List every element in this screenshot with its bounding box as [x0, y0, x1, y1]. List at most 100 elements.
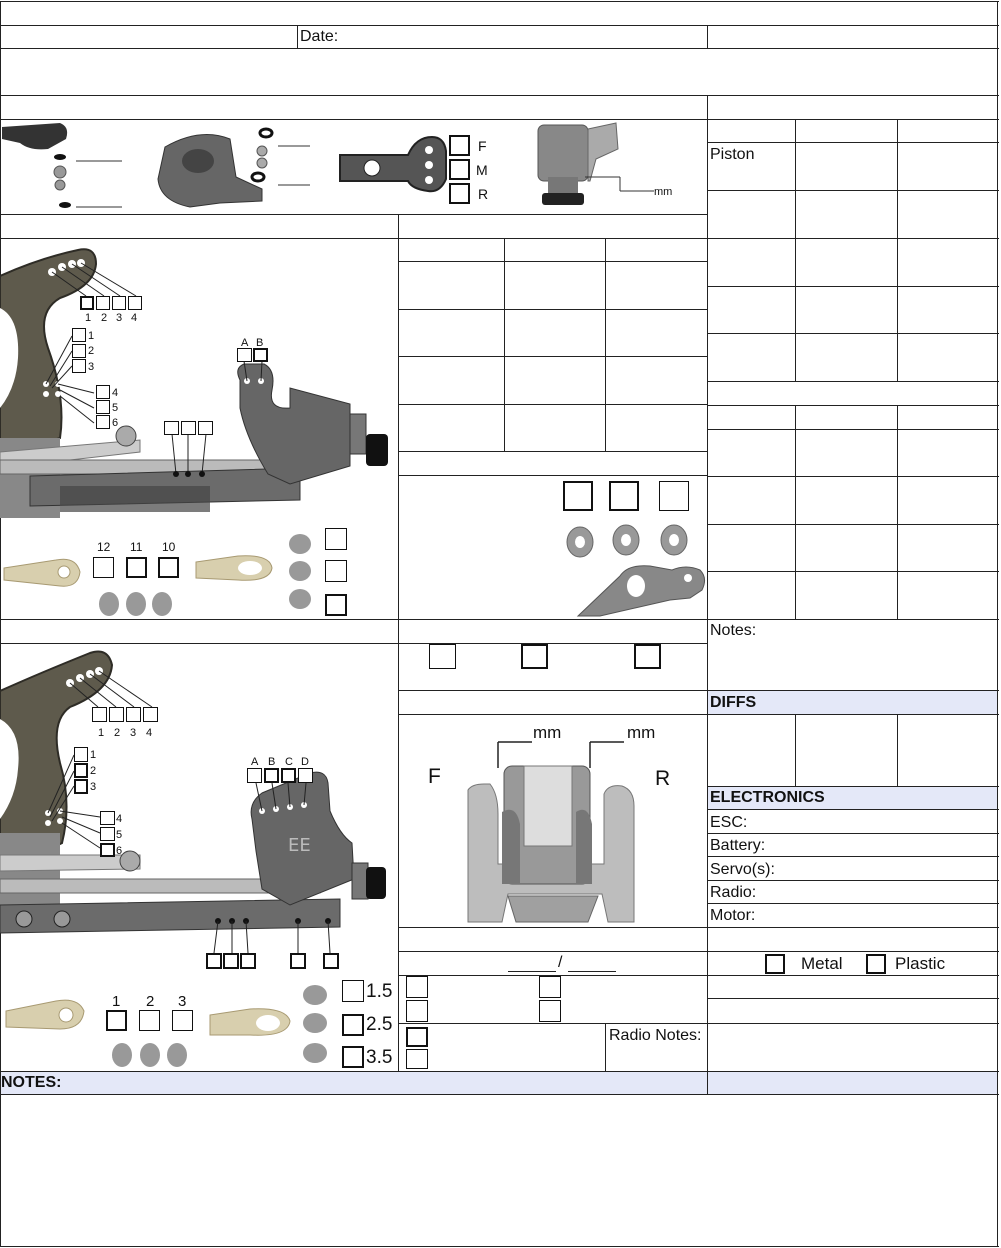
rear-top-hole-2[interactable] [109, 707, 124, 722]
option-checkbox[interactable] [406, 1027, 428, 1047]
rear-side-label-5: 5 [116, 829, 123, 841]
front-side-hole-5[interactable] [96, 400, 110, 414]
front-link-hole-1[interactable] [164, 421, 179, 435]
hub-illustration [467, 741, 635, 923]
camber-m-checkbox[interactable] [449, 159, 470, 180]
option-checkbox[interactable] [429, 644, 456, 669]
rear-arm-checkbox-3[interactable] [172, 1010, 193, 1031]
rear-c-checkbox[interactable] [281, 768, 296, 783]
rear-top-hole-3[interactable] [126, 707, 141, 722]
front-side-label-2: 2 [88, 345, 95, 357]
front-link-hole-3[interactable] [198, 421, 213, 435]
front-side-hole-4[interactable] [96, 385, 110, 399]
option-checkbox[interactable] [521, 644, 548, 669]
front-top-hole-3[interactable] [112, 296, 126, 310]
rear-insert-checkbox-1[interactable] [342, 980, 364, 1002]
rear-side-label-2: 2 [90, 765, 97, 777]
rear-side-hole-4[interactable] [100, 811, 115, 825]
front-side-label-1: 1 [88, 330, 95, 342]
rear-top-hole-1[interactable] [92, 707, 107, 722]
front-side-hole-2[interactable] [72, 344, 86, 358]
fmr-label-m: M [476, 162, 488, 178]
option-checkbox[interactable] [539, 976, 561, 998]
plastic-checkbox[interactable] [866, 954, 886, 974]
blank-line [568, 971, 616, 972]
rear-arm-checkbox-1[interactable] [106, 1010, 127, 1031]
rear-arm-label-1: 1 [112, 993, 121, 1010]
rear-insert-checkbox-3[interactable] [342, 1046, 364, 1068]
rear-insert-label-2: 2.5 [366, 1014, 393, 1035]
rear-side-label-1: 1 [90, 749, 97, 761]
front-b-checkbox[interactable] [253, 348, 268, 362]
front-suspension-illustration [0, 248, 388, 616]
front-top-hole-2[interactable] [96, 296, 110, 310]
rear-arm-checkbox-2[interactable] [139, 1010, 160, 1031]
rear-c-label: C [285, 756, 293, 768]
camber-f-checkbox[interactable] [449, 135, 470, 156]
bumpsteer-checkbox-1[interactable] [563, 481, 593, 511]
front-insert-checkbox-1[interactable] [325, 528, 347, 550]
rear-b-checkbox[interactable] [264, 768, 279, 783]
rear-d-label: D [301, 756, 309, 768]
metal-checkbox[interactable] [765, 954, 785, 974]
option-checkbox[interactable] [539, 1000, 561, 1022]
front-side-hole-1[interactable] [72, 328, 86, 342]
rear-top-hole-4[interactable] [143, 707, 158, 722]
rear-a-checkbox[interactable] [247, 768, 262, 783]
bumpsteer-checkbox-3[interactable] [659, 481, 689, 511]
rear-side-hole-5[interactable] [100, 827, 115, 841]
bumpsteer-illustration [566, 524, 706, 617]
front-insert-checkbox-3[interactable] [325, 594, 347, 616]
front-insert-checkbox-2[interactable] [325, 560, 347, 582]
rear-side-hole-2[interactable] [74, 763, 88, 778]
battery-label: Battery: [710, 837, 766, 854]
rear-arm-label-3: 3 [178, 993, 187, 1010]
slash-separator: / [558, 954, 563, 971]
rear-link-hole-3[interactable] [240, 953, 256, 969]
camber-r-checkbox[interactable] [449, 183, 470, 204]
rear-toe-hole-1[interactable] [290, 953, 306, 969]
front-top-label-2: 2 [101, 312, 108, 324]
front-a-checkbox[interactable] [237, 348, 252, 362]
rear-side-hole-6[interactable] [100, 843, 115, 857]
front-side-hole-6[interactable] [96, 415, 110, 429]
front-arm-checkbox-11[interactable] [126, 557, 147, 578]
rear-side-hole-1[interactable] [74, 747, 88, 762]
shock-mm-label: mm [654, 186, 673, 198]
front-side-label-5: 5 [112, 402, 119, 414]
front-side-hole-3[interactable] [72, 359, 86, 373]
notes-band [0, 1071, 998, 1094]
rear-side-label-6: 6 [116, 845, 123, 857]
rear-insert-checkbox-2[interactable] [342, 1014, 364, 1036]
front-link-hole-2[interactable] [181, 421, 196, 435]
front-arm-label-11: 11 [130, 540, 143, 554]
front-arm-checkbox-10[interactable] [158, 557, 179, 578]
rear-toe-hole-2[interactable] [323, 953, 339, 969]
electronics-band [708, 787, 998, 809]
front-arm-label-10: 10 [162, 540, 176, 554]
fmr-label-r: R [478, 186, 489, 202]
diffs-title: DIFFS [710, 694, 757, 711]
front-top-label-3: 3 [116, 312, 123, 324]
rear-link-hole-2[interactable] [223, 953, 239, 969]
option-checkbox[interactable] [634, 644, 661, 669]
rear-d-checkbox[interactable] [298, 768, 313, 783]
option-checkbox[interactable] [406, 1000, 428, 1022]
motor-label: Motor: [710, 907, 756, 924]
date-label: Date: [300, 28, 339, 45]
rear-link-hole-1[interactable] [206, 953, 222, 969]
diffs-band [708, 691, 998, 714]
front-side-label-3: 3 [88, 361, 95, 373]
front-top-hole-4[interactable] [128, 296, 142, 310]
option-checkbox[interactable] [406, 1049, 428, 1069]
rear-side-hole-3[interactable] [74, 779, 88, 794]
front-arm-checkbox-12[interactable] [93, 557, 114, 578]
option-checkbox[interactable] [406, 976, 428, 998]
blank-line [508, 971, 556, 972]
rear-top-label-3: 3 [130, 727, 137, 739]
bumpsteer-checkbox-2[interactable] [609, 481, 639, 511]
front-top-hole-1[interactable] [80, 296, 94, 310]
svg-text:EE: EE [288, 835, 311, 856]
front-arm-label-12: 12 [97, 540, 111, 554]
electronics-title: ELECTRONICS [710, 789, 825, 806]
